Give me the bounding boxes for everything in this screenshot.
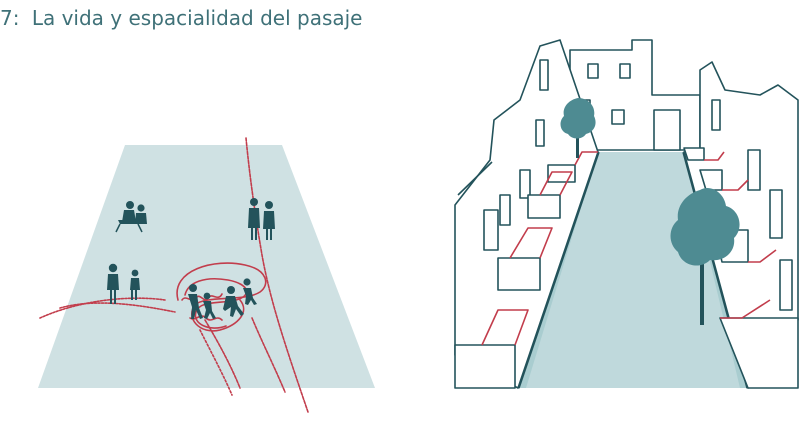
vertical-path bbox=[245, 137, 309, 413]
lower-path bbox=[204, 319, 241, 389]
right-plot-lines bbox=[704, 151, 777, 319]
play-loop-outer bbox=[176, 262, 267, 332]
standing-pair-upper bbox=[248, 198, 275, 240]
side-path bbox=[199, 329, 233, 396]
seated-people-group bbox=[115, 201, 147, 233]
ground-plane bbox=[38, 145, 375, 388]
caption-number: 7: bbox=[0, 6, 20, 30]
right-garden-far bbox=[683, 147, 705, 161]
right-garden-near bbox=[719, 317, 799, 389]
lower-path-2 bbox=[251, 317, 286, 393]
left-path-2 bbox=[59, 302, 176, 313]
tree-front bbox=[670, 187, 740, 325]
caption-text: La vida y espacialidad del pasaje bbox=[31, 6, 363, 30]
left-garden-mid bbox=[497, 257, 541, 291]
figure-caption: 7: La vida y espacialidad del pasaje bbox=[0, 6, 362, 30]
left-path bbox=[39, 297, 166, 319]
standing-pair-lower bbox=[107, 263, 140, 304]
left-plot-lines bbox=[481, 151, 598, 346]
left-garden-back bbox=[527, 194, 561, 219]
tree-back bbox=[560, 98, 596, 158]
passage-perspective bbox=[454, 39, 799, 389]
right-building bbox=[683, 61, 799, 389]
activity-plane bbox=[38, 137, 375, 413]
left-garden-front bbox=[454, 344, 516, 389]
playing-children bbox=[188, 278, 257, 319]
